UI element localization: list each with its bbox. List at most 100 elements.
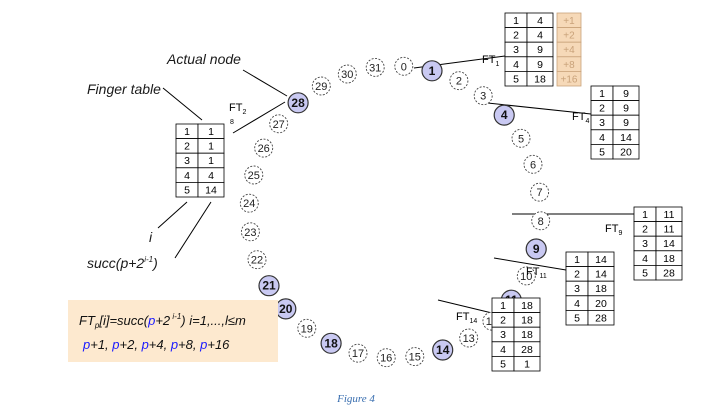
table-index: 2 [513, 30, 519, 42]
node-id: 18 [324, 336, 338, 350]
table-successor: 9 [623, 103, 629, 115]
ring-position-circle [348, 343, 368, 363]
table-successor: 9 [623, 88, 629, 100]
table-successor: 4 [537, 15, 543, 27]
node-id: 15 [409, 352, 421, 364]
table-cell [513, 355, 541, 372]
active-node-circle [525, 238, 547, 260]
table-index: 3 [642, 238, 648, 250]
table-successor: 1 [524, 358, 530, 370]
table-successor: 1 [208, 141, 214, 153]
table-successor: 18 [521, 315, 533, 327]
table-cell [655, 264, 683, 281]
node-id: 10 [520, 271, 532, 283]
active-node: 28 [287, 92, 309, 114]
finger-table-extra: 8 [230, 119, 234, 126]
ring-position-circle [297, 318, 317, 338]
ring-position-circle [244, 165, 264, 185]
table-index: 4 [642, 253, 648, 265]
ring-position-circle [531, 211, 551, 231]
node-id: 28 [291, 96, 305, 110]
node-id: 25 [248, 170, 260, 182]
node-id: 26 [258, 143, 270, 155]
ring-position-circle [449, 71, 469, 91]
table-index: 1 [500, 300, 506, 312]
table-index: 1 [184, 126, 190, 138]
ring-position: 27 [269, 114, 289, 134]
ring-position-circle [239, 193, 259, 213]
finger-table-name: FT1 [482, 54, 499, 68]
actual-node-label: Actual node [166, 51, 241, 67]
table-successor: 14 [205, 184, 217, 196]
node-id: 9 [533, 242, 540, 256]
table-index: 5 [599, 146, 605, 158]
table-successor: 9 [537, 59, 543, 71]
table-successor: 1 [208, 155, 214, 167]
finger-table-name: FT2 [229, 102, 246, 116]
table-index: 1 [513, 15, 519, 27]
ring-position-circle [311, 76, 331, 96]
table-cell [526, 71, 554, 87]
finger-table-pointer [162, 87, 203, 121]
chord-ring: 0123456789101112131415161718192021222324… [239, 56, 551, 368]
ring-position: 25 [244, 165, 264, 185]
ring-position-circle [247, 250, 267, 270]
table-successor: 4 [537, 30, 543, 42]
ring-position-circle [376, 348, 396, 368]
table-index: 4 [599, 132, 605, 144]
node-id: 29 [315, 81, 327, 93]
node-id: 20 [279, 302, 293, 316]
ring-position-circle [254, 138, 274, 158]
ring-position-circle [394, 56, 414, 76]
ring-position-circle [240, 222, 260, 242]
ring-position-circle [511, 128, 531, 148]
offset-label: +1 [563, 16, 575, 27]
table-index: 2 [642, 224, 648, 236]
table-index: 3 [599, 117, 605, 129]
active-node: 14 [432, 339, 454, 361]
formula-line-1: FTp[i]=succ(p+2 i-1) i=1,...,l≤m [79, 312, 246, 330]
node-id: 22 [251, 255, 263, 267]
ring-position: 26 [254, 138, 274, 158]
table-successor: 18 [521, 329, 533, 341]
node-id: 2 [456, 76, 462, 88]
table-cell [612, 143, 640, 160]
active-node-circle [432, 339, 454, 361]
ft14-connector [437, 299, 493, 314]
table-successor: 28 [595, 312, 607, 324]
table-successor: 9 [537, 44, 543, 56]
ring-position-circle [269, 114, 289, 134]
ring-position: 24 [239, 193, 259, 213]
table-index: 3 [574, 283, 580, 295]
table-index: 4 [513, 59, 519, 71]
table-successor: 14 [595, 269, 607, 281]
succ-pointer [174, 201, 212, 259]
offset-label: +4 [563, 45, 575, 56]
ring-position: 0 [394, 56, 414, 76]
node-id: 23 [244, 227, 256, 239]
node-id: 14 [436, 343, 450, 357]
node-id: 0 [401, 61, 407, 73]
ring-position-circle [459, 328, 479, 348]
table-index: 5 [574, 312, 580, 324]
node-id: 24 [243, 198, 255, 210]
index-i-label: i [149, 229, 153, 245]
table-successor: 20 [595, 298, 607, 310]
ring-position: 7 [530, 182, 550, 202]
table-index: 5 [184, 184, 190, 196]
node-id: 30 [341, 69, 353, 81]
ring-position-circle [516, 266, 536, 286]
node-id: 1 [429, 64, 436, 78]
table-cell [587, 309, 615, 326]
formula-line-2: p+1, p+2, p+4, p+8, p+16 [82, 337, 230, 352]
active-node-circle [287, 92, 309, 114]
ring-position: 30 [337, 64, 357, 84]
ft2-connector [232, 101, 286, 134]
table-index: 1 [574, 254, 580, 266]
figure-caption: Figure 4 [336, 393, 375, 405]
